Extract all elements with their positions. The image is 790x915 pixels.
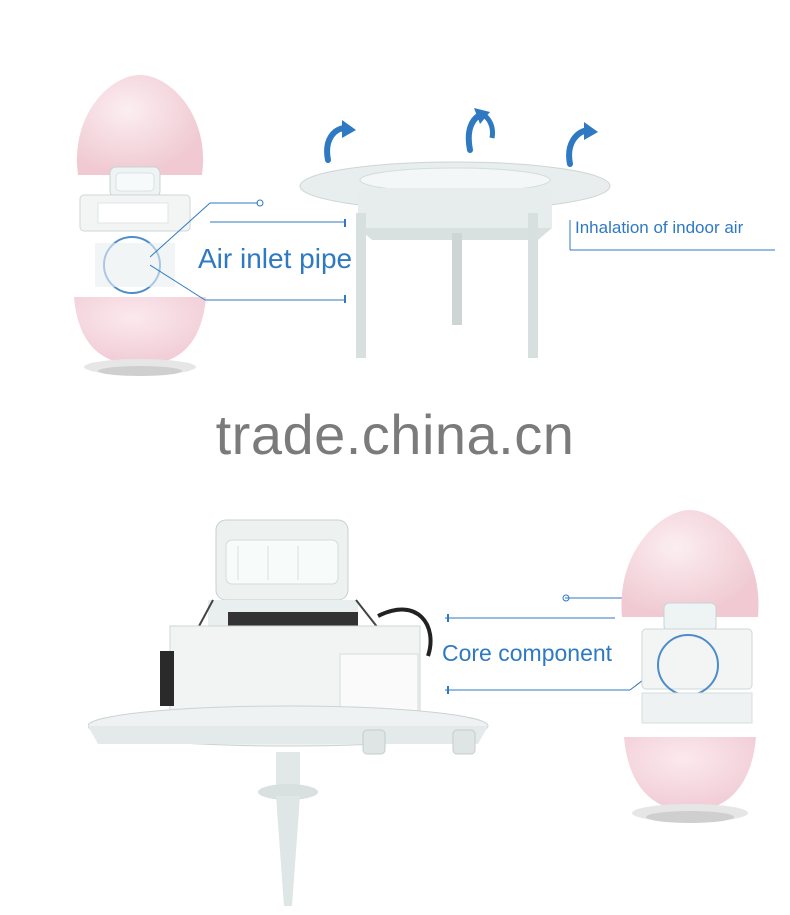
watermark: trade.china.cn xyxy=(215,403,575,466)
core-component-closeup xyxy=(88,519,489,906)
airflow-arrow-icon xyxy=(324,120,356,163)
air-inlet-pipe-label: Air inlet pipe xyxy=(198,243,353,274)
egg-device-exploded-bottom xyxy=(621,510,759,823)
air-inlet-leader-lines xyxy=(150,199,346,303)
core-component-label: Core component xyxy=(442,640,613,666)
egg-device-exploded-top xyxy=(74,75,206,376)
stand-base xyxy=(299,161,611,358)
inhalation-leader-lines xyxy=(569,220,775,251)
inhalation-label: Inhalation of indoor air xyxy=(575,218,744,237)
airflow-arrow-icon xyxy=(465,108,495,153)
airflow-arrow-icon xyxy=(566,122,598,167)
